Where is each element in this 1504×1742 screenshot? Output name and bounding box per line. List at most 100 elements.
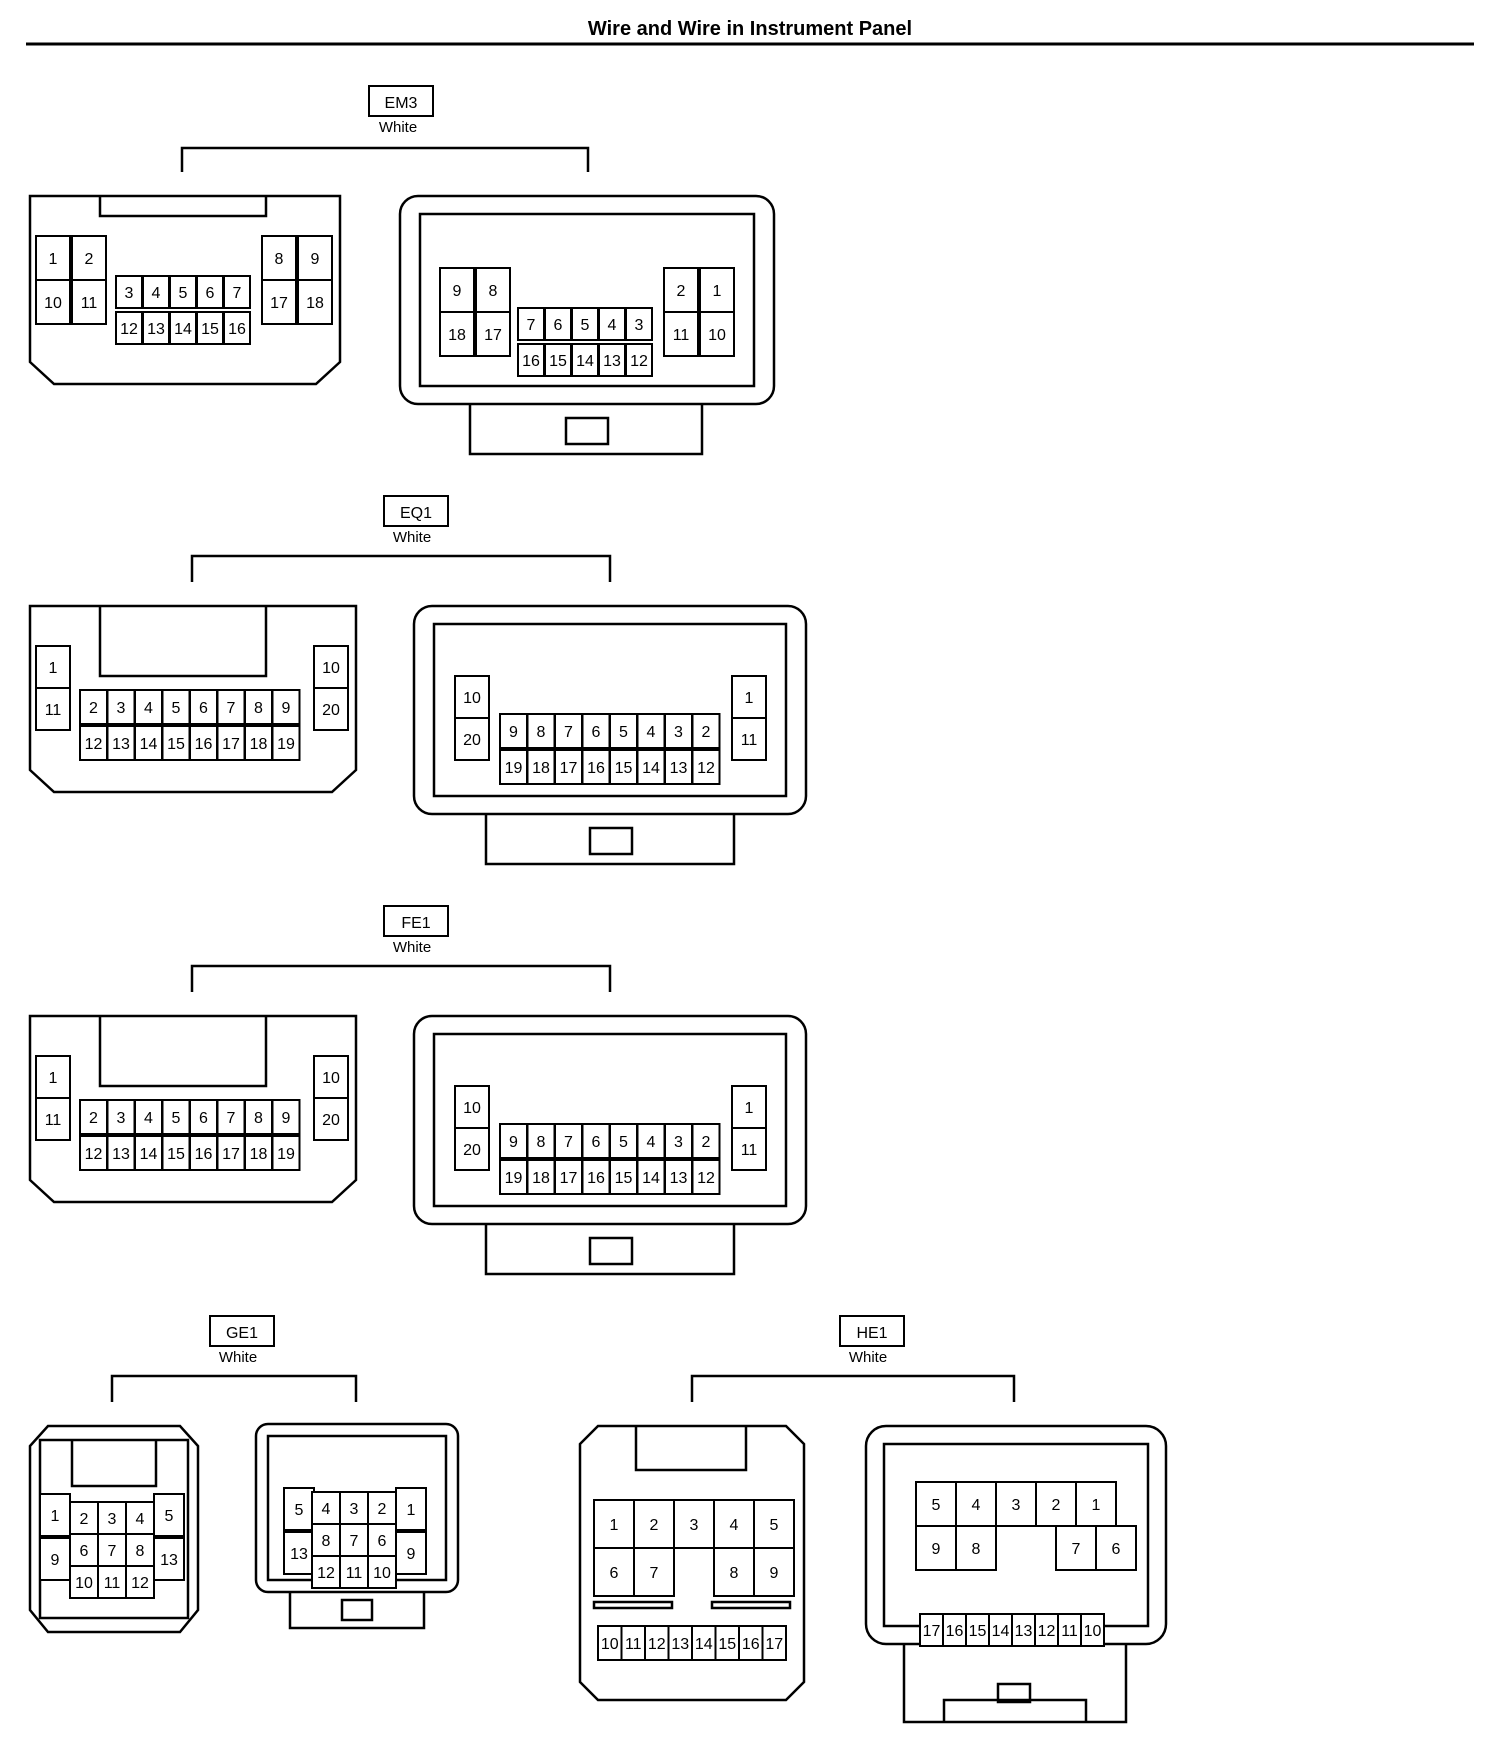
pin-cell: 17 <box>554 1159 583 1195</box>
pin-number: 7 <box>227 700 236 717</box>
pin-number: 3 <box>674 1134 683 1151</box>
pin-number: 3 <box>125 285 134 302</box>
pin-number: 12 <box>697 760 715 777</box>
he1-bracket <box>690 1374 1016 1402</box>
pin-number: 10 <box>463 690 481 707</box>
pin-cell: 11 <box>663 311 699 357</box>
pin-cell: 9 <box>39 1537 71 1581</box>
pin-number: 13 <box>160 1552 178 1569</box>
pin-cell: 6 <box>196 275 224 309</box>
pin-cell: 8 <box>526 1123 556 1159</box>
pin-cell: 4 <box>598 307 626 341</box>
pin-cell: 1 <box>1075 1481 1117 1527</box>
pin-cell: 5 <box>169 275 197 309</box>
pin-cell: 2 <box>367 1491 397 1525</box>
pin-cell: 8 <box>244 1099 273 1135</box>
pin-cell: 2 <box>691 1123 721 1159</box>
pin-cell: 6 <box>544 307 572 341</box>
pin-cell: 10 <box>313 1055 349 1099</box>
pin-number: 12 <box>85 1146 103 1163</box>
pin-cell: 13 <box>153 1537 185 1581</box>
pin-number: 11 <box>104 1575 121 1592</box>
ge1-bracket <box>110 1374 358 1402</box>
pin-cell: 11 <box>731 717 767 761</box>
pin-cell: 16 <box>517 343 545 377</box>
pin-number: 1 <box>713 283 722 300</box>
pin-cell: 8 <box>261 235 297 281</box>
pin-cell: 15 <box>544 343 572 377</box>
pin-cell: 14 <box>134 725 163 761</box>
pin-number: 10 <box>44 295 62 312</box>
pin-number: 8 <box>972 1541 981 1558</box>
pin-number: 7 <box>650 1565 659 1582</box>
em3-color: White <box>379 119 417 136</box>
pin-cell: 13 <box>598 343 626 377</box>
pin-number: 16 <box>587 1170 605 1187</box>
pin-number: 13 <box>290 1546 308 1563</box>
pin-number: 11 <box>625 1636 642 1653</box>
pin-cell: 2 <box>69 1501 99 1535</box>
pin-number: 3 <box>117 700 126 717</box>
em3-left-housing <box>28 194 342 386</box>
pin-number: 19 <box>277 736 295 753</box>
pin-number: 11 <box>673 327 690 344</box>
pin-number: 7 <box>108 1543 117 1560</box>
pin-number: 7 <box>233 285 242 302</box>
pin-cell: 10 <box>699 311 735 357</box>
pin-number: 9 <box>509 724 518 741</box>
pin-number: 10 <box>75 1575 93 1592</box>
pin-cell: 18 <box>526 749 556 785</box>
pin-cell: 5 <box>283 1487 315 1531</box>
pin-cell: 17 <box>216 725 246 761</box>
pin-cell: 9 <box>271 689 301 725</box>
pin-number: 6 <box>80 1543 89 1560</box>
fe1-left-housing <box>28 1014 358 1204</box>
pin-number: 13 <box>670 760 688 777</box>
pin-cell: 4 <box>311 1491 341 1525</box>
pin-cell: 6 <box>581 1123 611 1159</box>
ge1-name-tag: GE1 <box>209 1315 275 1347</box>
pin-number: 8 <box>537 724 546 741</box>
pin-number: 6 <box>592 724 601 741</box>
pin-number: 1 <box>49 251 58 268</box>
pin-cell: 17 <box>919 1613 944 1647</box>
pin-cell: 15 <box>965 1613 990 1647</box>
pin-cell: 9 <box>499 713 528 749</box>
pin-number: 10 <box>708 327 726 344</box>
pin-number: 15 <box>969 1623 987 1640</box>
pin-number: 15 <box>549 353 567 370</box>
pin-cell: 11 <box>71 279 107 325</box>
pin-number: 2 <box>1052 1497 1061 1514</box>
pin-cell: 9 <box>753 1547 795 1597</box>
pin-cell: 2 <box>633 1499 675 1549</box>
pin-number: 16 <box>946 1623 964 1640</box>
pin-cell: 7 <box>216 1099 246 1135</box>
pin-cell: 1 <box>35 645 71 689</box>
pin-number: 14 <box>174 321 192 338</box>
pin-cell: 14 <box>134 1135 163 1171</box>
pin-cell: 11 <box>339 1555 369 1589</box>
pin-number: 6 <box>1112 1541 1121 1558</box>
pin-number: 2 <box>702 724 711 741</box>
pin-cell: 11 <box>620 1625 646 1661</box>
pin-cell: 3 <box>106 689 136 725</box>
pin-cell: 19 <box>271 725 301 761</box>
em3-code: EM3 <box>385 95 418 112</box>
pin-number: 2 <box>378 1501 387 1518</box>
pin-number: 17 <box>765 1636 783 1653</box>
pin-cell: 18 <box>297 279 333 325</box>
pin-number: 18 <box>250 736 268 753</box>
pin-number: 10 <box>322 660 340 677</box>
pin-number: 1 <box>745 690 754 707</box>
pin-cell: 4 <box>636 713 666 749</box>
pin-number: 12 <box>630 353 648 370</box>
pin-number: 9 <box>311 251 320 268</box>
pin-number: 20 <box>322 702 340 719</box>
pin-cell: 11 <box>731 1127 767 1171</box>
pin-cell: 4 <box>125 1501 155 1535</box>
pin-cell: 9 <box>499 1123 528 1159</box>
pin-number: 17 <box>923 1623 941 1640</box>
pin-number: 3 <box>350 1501 359 1518</box>
pin-number: 17 <box>270 295 288 312</box>
